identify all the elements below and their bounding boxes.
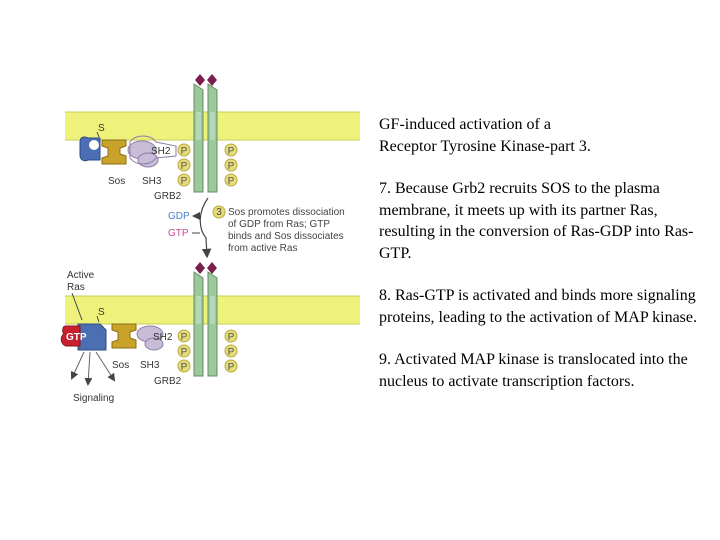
signaling-arrow [84,351,93,386]
phosphate-label: P [181,347,188,358]
phosphate-label: P [228,362,235,373]
grb2-adaptor-bottom: SH2 SH3 GRB2 [136,325,182,387]
phosphate-label: P [228,146,235,157]
step-3-transition: GDP GTP 3 Sos promotes dissociation of G… [168,197,345,259]
phosphate-group-right-bottom: P P P [224,329,238,373]
active-ras-label: Active [67,270,95,281]
sh2-label: SH2 [151,146,171,157]
signaling-arrow [70,351,85,380]
description-panel: GF-induced activation of a Receptor Tyro… [379,114,699,413]
step-caption-line: from active Ras [228,243,297,254]
gtp-cap-label: GTP [66,332,87,343]
phosphate-label: P [181,362,188,373]
active-ras-label: Ras [67,282,85,293]
phosphate-label: P [181,161,188,172]
title-line: GF-induced activation of a [379,116,551,133]
grb2-label: GRB2 [154,376,182,387]
title-line: Receptor Tyrosine Kinase-part 3. [379,137,591,155]
step-8-text: 8. Ras-GTP is activated and binds more s… [379,287,698,326]
step-number: 3 [216,207,222,218]
top-panel: P P P P P P S Sos SH2 [65,74,360,202]
step-number-badge [212,205,226,219]
gtp-label: GTP [168,228,189,239]
ligand-icon [207,262,217,274]
ligand-icon [195,74,205,86]
sos-label: Sos [112,360,129,371]
phosphate-label: P [181,176,188,187]
ligand-icon [195,262,205,274]
signaling-arrow [95,351,116,382]
phosphate-label: P [181,146,188,157]
lipid-anchor-label: S [98,123,105,134]
active-ras-pointer [71,292,83,321]
step-9-text: 9. Activated MAP kinase is translocated … [379,351,688,390]
phosphate-label: P [228,347,235,358]
signaling-label: Signaling [73,393,114,404]
sh2-label: SH2 [153,332,173,343]
step-caption-line: binds and Sos dissociates [228,231,344,242]
phosphate-label: P [181,332,188,343]
grb2-label: GRB2 [154,191,182,202]
transition-arrow [199,197,212,259]
phosphate-group-right-top: P P P [224,143,238,187]
step-7-text: 7. Because Grb2 recruits SOS to the plas… [379,180,694,262]
phosphate-label: P [228,161,235,172]
grb2-adaptor-top: SH2 SH3 GRB2 [127,135,182,202]
sos-protein-top: Sos [101,139,127,187]
ras-activation-diagram: P P P P P P S Sos SH2 [60,74,360,404]
sos-protein-bottom: Sos [111,323,137,371]
ligand-icon [207,74,217,86]
ras-protein-active: S GTP [60,307,107,351]
phosphate-group-left-bottom: P P P [177,329,191,373]
receptor-dimer-top [193,74,218,193]
gtp-cap [60,325,81,347]
phosphate-group-left-top: P P P [177,143,191,187]
gdp-label: GDP [168,211,190,222]
phosphate-label: P [228,176,235,187]
step-caption-line: Sos promotes dissociation [228,207,345,218]
lipid-anchor-label: S [98,307,105,318]
bottom-panel: P P P P P P S GTP Sos SH2 SH3 [60,262,360,404]
phosphate-label: P [228,332,235,343]
receptor-dimer-bottom [193,262,218,377]
sh3-label: SH3 [142,176,162,187]
slide-title: GF-induced activation of a Receptor Tyro… [379,114,699,157]
sos-label: Sos [108,176,125,187]
sh3-label: SH3 [140,360,160,371]
ras-protein-top: S [79,123,105,162]
step-caption-line: of GDP from Ras; GTP [228,219,330,230]
